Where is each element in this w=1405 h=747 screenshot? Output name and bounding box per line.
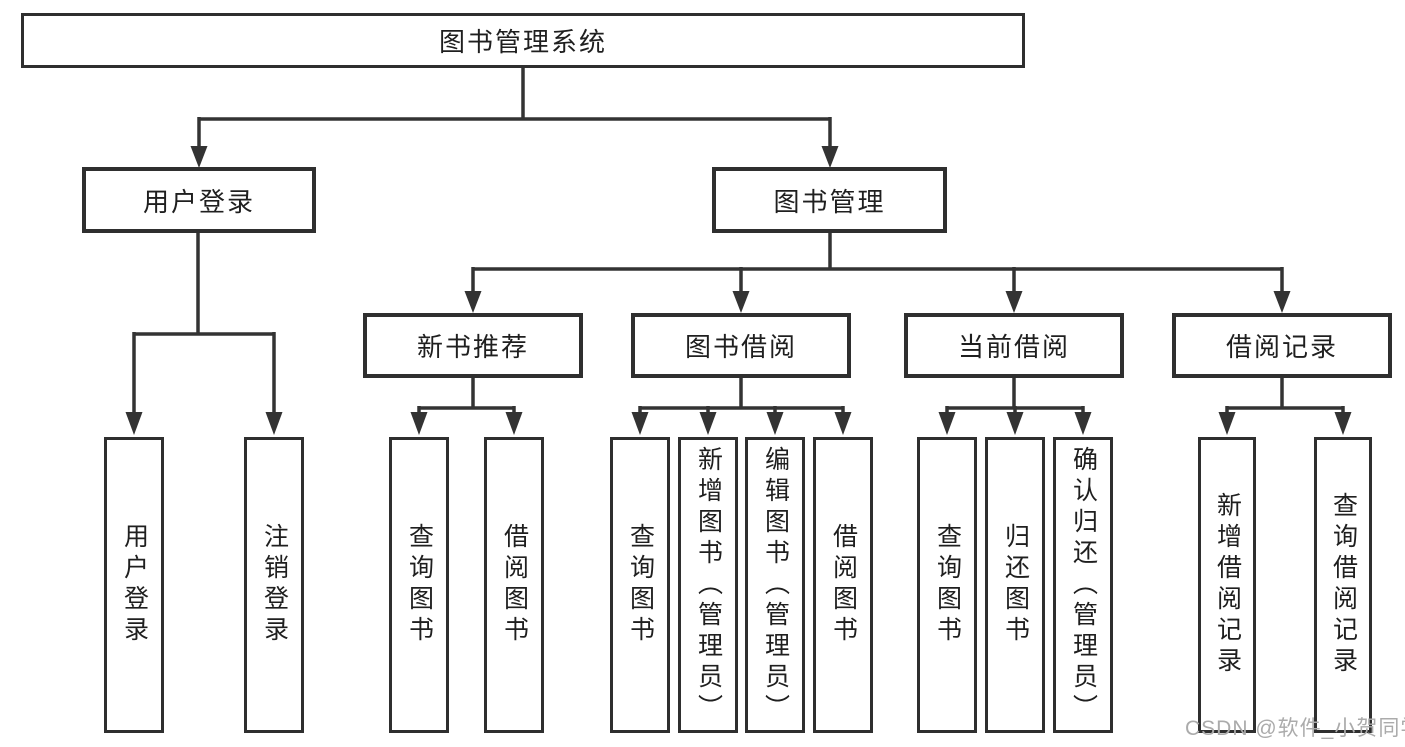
node-user-login: 用户登录 (82, 167, 316, 233)
leaf-label: 查询图书 (405, 523, 434, 647)
arrowhead (1005, 291, 1023, 313)
node-book-management: 图书管理 (712, 167, 947, 233)
arrowhead (265, 412, 283, 435)
connector-borrowrec-to-leaves (1225, 378, 1345, 414)
leaf-query-books-borrow: 查询图书 (610, 437, 670, 733)
arrowhead (125, 412, 143, 435)
node-borrowing-records: 借阅记录 (1172, 313, 1392, 378)
leaf-label: 新增图书（管理员） (694, 445, 723, 725)
arrowhead (766, 412, 784, 435)
leaf-user-login: 用户登录 (104, 437, 164, 733)
arrowhead (821, 146, 839, 168)
connector-userlogin-to-leaves (132, 233, 276, 414)
leaf-logout: 注销登录 (244, 437, 304, 733)
node-label: 图书借阅 (684, 332, 797, 362)
leaf-label: 注销登录 (260, 523, 289, 647)
leaf-query-books-recommend: 查询图书 (389, 437, 449, 733)
connector-bookborrow-to-leaves (638, 378, 845, 414)
leaf-label: 用户登录 (120, 523, 149, 647)
node-label: 用户登录 (142, 186, 255, 217)
leaf-borrow-books: 借阅图书 (813, 437, 873, 733)
arrowhead (464, 291, 482, 313)
arrowhead (505, 412, 523, 435)
node-label: 当前借阅 (957, 332, 1070, 362)
leaf-borrow-books-recommend: 借阅图书 (484, 437, 544, 733)
csdn-watermark: CSDN @软件_小贺同学 (1185, 717, 1405, 740)
node-label: 新书推荐 (416, 332, 529, 362)
leaf-label: 借阅图书 (829, 523, 858, 647)
arrowhead (834, 412, 852, 435)
leaf-return-books: 归还图书 (985, 437, 1045, 733)
node-current-borrowing: 当前借阅 (904, 313, 1124, 378)
leaf-label: 查询图书 (626, 523, 655, 647)
node-book-borrowing: 图书借阅 (631, 313, 851, 378)
node-label: 图书管理系统 (438, 27, 607, 57)
leaf-edit-books-admin: 编辑图书（管理员） (745, 437, 805, 733)
leaf-add-borrow-record: 新增借阅记录 (1198, 437, 1256, 733)
arrowhead (1006, 412, 1024, 435)
node-library-management-system: 图书管理系统 (21, 13, 1025, 68)
arrowhead (1273, 291, 1291, 313)
leaf-label: 查询图书 (933, 523, 962, 647)
connector-root-to-level2 (197, 68, 832, 148)
arrowhead (631, 412, 649, 435)
leaf-query-borrow-record: 查询借阅记录 (1314, 437, 1372, 733)
leaf-confirm-return-admin: 确认归还（管理员） (1053, 437, 1113, 733)
arrowhead (1074, 412, 1092, 435)
connector-curborrow-to-leaves (945, 378, 1085, 414)
arrowhead (190, 146, 208, 168)
leaf-query-books-current: 查询图书 (917, 437, 977, 733)
leaf-label: 借阅图书 (500, 523, 529, 647)
arrowhead (699, 412, 717, 435)
arrowhead (1218, 412, 1236, 435)
arrowhead (732, 291, 750, 313)
leaf-label: 确认归还（管理员） (1069, 445, 1098, 725)
connector-bookmgmt-to-level3 (471, 233, 1284, 293)
leaf-label: 编辑图书（管理员） (761, 445, 790, 725)
arrowhead (938, 412, 956, 435)
arrowhead (1334, 412, 1352, 435)
node-label: 图书管理 (773, 186, 886, 217)
leaf-label: 新增借阅记录 (1213, 492, 1242, 678)
arrowhead (410, 412, 428, 435)
node-label: 借阅记录 (1225, 332, 1338, 362)
leaf-label: 查询借阅记录 (1329, 492, 1358, 678)
leaf-label: 归还图书 (1001, 523, 1030, 647)
node-new-book-recommendation: 新书推荐 (363, 313, 583, 378)
leaf-add-books-admin: 新增图书（管理员） (678, 437, 738, 733)
connector-newbook-to-leaves (417, 378, 516, 414)
